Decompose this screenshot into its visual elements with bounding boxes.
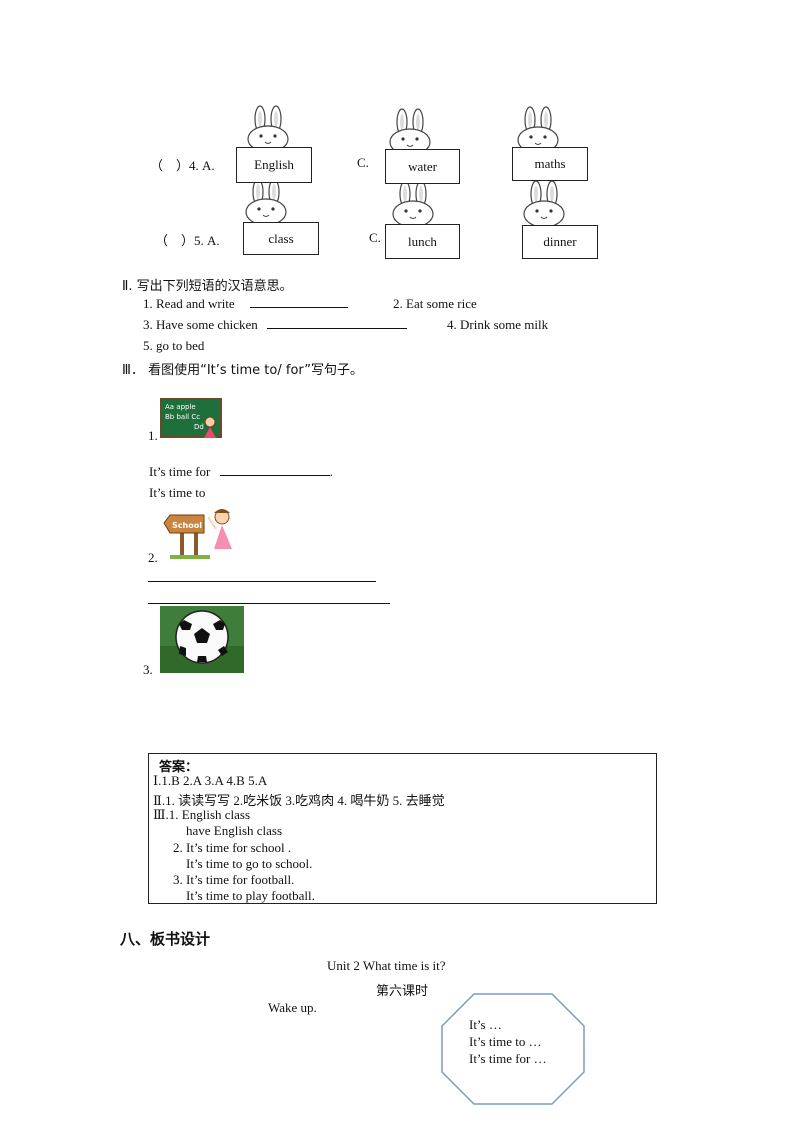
question-5-number: （ ）5. A. bbox=[155, 233, 220, 248]
answer-line: have English class bbox=[186, 823, 283, 838]
picture-3-number: 3. bbox=[143, 662, 153, 677]
board-line: Aa apple bbox=[165, 403, 196, 411]
wake-up-text: Wake up. bbox=[268, 1000, 317, 1015]
octagon-line: It’s … bbox=[469, 1017, 502, 1032]
lesson-label: 第六课时 bbox=[376, 984, 429, 999]
section-2-title: Ⅱ. 写出下列短语的汉语意思。 bbox=[122, 279, 293, 294]
answer-line: 2. It’s time for school . bbox=[173, 840, 292, 855]
phrase-item: 1. Read and write bbox=[143, 296, 348, 312]
phrase-item: 5. go to bed bbox=[143, 338, 205, 353]
option-c-label: C. bbox=[357, 155, 369, 170]
octagon-line: It’s time to … bbox=[469, 1034, 542, 1049]
answer-line: 3. It’s time for football. bbox=[173, 872, 295, 887]
answer-line: Ⅰ.1.B 2.A 3.A 4.B 5.A bbox=[153, 773, 268, 788]
answer-title: 答案： bbox=[159, 760, 199, 775]
answer-line: It’s time to go to school. bbox=[186, 856, 313, 871]
answer-key-box: 答案： Ⅰ.1.B 2.A 3.A 4.B 5.A Ⅱ.1. 读读写写 2.吃米… bbox=[148, 753, 657, 904]
blackboard-picture: Aa apple Bb ball Cc Dd bbox=[160, 398, 222, 440]
question-4-number: （ ）4. A. bbox=[150, 158, 215, 173]
picture-2-number: 2. bbox=[148, 550, 158, 565]
rabbit-icon bbox=[247, 105, 289, 153]
board-line: Dd bbox=[194, 423, 204, 431]
answer-line: It’s time to play football. bbox=[186, 888, 315, 903]
section-3-title: Ⅲ． 看图使用“It’s time to/ for”写句子。 bbox=[122, 363, 364, 378]
school-sign-picture: School bbox=[160, 503, 240, 561]
octagon-shape bbox=[441, 993, 585, 1105]
sign-text: School bbox=[172, 521, 202, 530]
school-sign-icon: School bbox=[163, 509, 232, 559]
board-design-heading: 八、板书设计 bbox=[120, 930, 211, 948]
answer-line: Ⅱ.1. 读读写写 2.吃米饭 3.吃鸡肉 4. 喝牛奶 5. 去睡觉 bbox=[153, 793, 445, 808]
football-picture bbox=[160, 606, 244, 673]
option-c-card[interactable]: lunch bbox=[385, 224, 460, 259]
picture-1-number: 1. bbox=[148, 428, 158, 443]
option-a-card[interactable]: class bbox=[243, 222, 319, 255]
answer-blank[interactable] bbox=[267, 328, 408, 329]
answer-blank[interactable] bbox=[249, 307, 348, 308]
answer-line[interactable] bbox=[148, 603, 390, 604]
unit-title: Unit 2 What time is it? bbox=[327, 958, 446, 973]
phrase-item: 2. Eat some rice bbox=[393, 296, 477, 311]
phrase-item: 4. Drink some milk bbox=[447, 317, 549, 332]
option-a-card[interactable]: English bbox=[236, 147, 312, 183]
option-b-card[interactable]: maths bbox=[512, 147, 588, 181]
answer-blank[interactable] bbox=[219, 475, 330, 476]
option-c-label: C. bbox=[369, 230, 381, 245]
option-c-card[interactable]: water bbox=[385, 149, 460, 184]
octagon-line: It’s time for … bbox=[469, 1051, 547, 1066]
option-b-card[interactable]: dinner bbox=[522, 225, 598, 259]
sentence-line-2: It’s time to bbox=[149, 485, 206, 500]
board-line: Bb ball Cc bbox=[165, 413, 200, 421]
rabbit-icon bbox=[523, 180, 565, 228]
phrase-item: 3. Have some chicken bbox=[143, 317, 408, 333]
answer-line[interactable] bbox=[148, 581, 376, 582]
rabbit-icon bbox=[245, 178, 287, 226]
blackboard-icon: Aa apple Bb ball Cc Dd bbox=[160, 398, 222, 438]
answer-line: Ⅲ.1. English class bbox=[153, 807, 251, 822]
sentence-line-1: It’s time for . bbox=[149, 464, 333, 479]
rabbit-icon bbox=[392, 180, 434, 228]
football-icon bbox=[160, 606, 244, 673]
